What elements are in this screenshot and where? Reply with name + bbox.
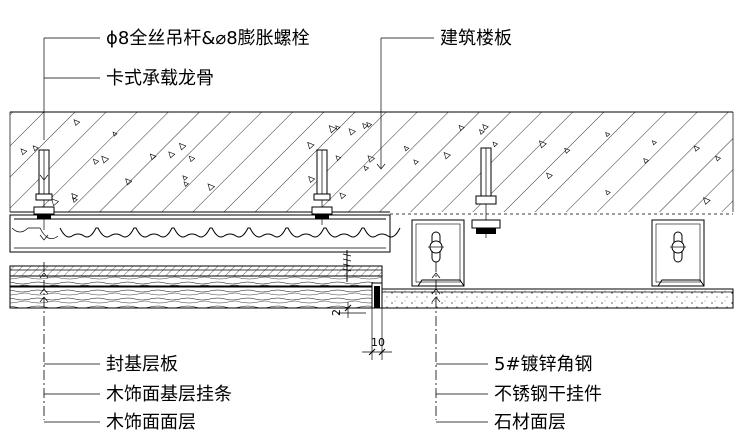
wood-ceiling-layers: [9, 265, 383, 309]
concrete-aggregate: [307, 141, 315, 150]
label-steel-hanger: 不锈钢干挂件: [494, 384, 602, 405]
concrete-aggregate: [492, 141, 499, 148]
concrete-aggregate: [693, 145, 701, 152]
dim-gap-label: 2: [330, 309, 343, 316]
concrete-aggregate: [479, 129, 485, 135]
concrete-aggregate: [348, 128, 356, 136]
concrete-aggregate: [335, 155, 342, 162]
concrete-aggregate: [125, 178, 133, 186]
labels: ϕ8全丝吊杆&⌀8膨胀螺栓 卡式承载龙骨 建筑楼板 封基层板 木饰面基层挂条 木…: [106, 28, 602, 433]
concrete-aggregate: [403, 145, 410, 152]
stone-ceiling-layers: [381, 219, 734, 309]
concrete-aggregate: [179, 142, 187, 151]
concrete-aggregate: [92, 158, 100, 165]
concrete-aggregate: [458, 124, 465, 132]
concrete-aggregate: [605, 131, 611, 138]
rod-1: [33, 149, 55, 230]
hanger-rods: [33, 147, 501, 282]
concrete-aggregate: [339, 192, 347, 200]
floor-slab: [9, 111, 734, 213]
concrete-aggregate: [413, 159, 419, 165]
rod-3: [471, 147, 501, 238]
concrete-aggregate: [51, 198, 60, 207]
concrete-aggregate: [168, 151, 176, 159]
label-hanger-rod: ϕ8全丝吊杆&⌀8膨胀螺栓: [106, 28, 310, 49]
dim-width-label: 10: [371, 336, 385, 349]
hanger-slot-right: [670, 231, 686, 263]
concrete-aggregate: [703, 197, 711, 205]
concrete-aggregate: [443, 152, 451, 160]
concrete-aggregate: [182, 175, 188, 181]
concrete-aggregate: [362, 123, 369, 130]
concrete-aggregate: [335, 125, 341, 131]
concrete-aggregate: [149, 153, 157, 161]
concrete-aggregate: [112, 131, 118, 137]
label-base-board: 封基层板: [106, 354, 178, 375]
concrete-aggregate: [715, 155, 722, 162]
leader-lines: [39, 37, 488, 423]
hanger-slot-left: [428, 231, 444, 263]
rod-2: [311, 149, 333, 225]
screw: [342, 250, 352, 282]
concrete-aggregate: [328, 125, 337, 134]
label-main-keel: 卡式承载龙骨: [106, 68, 214, 89]
label-angle-steel: 5#镀锌角钢: [494, 354, 593, 375]
concrete-aggregate: [73, 119, 81, 126]
concrete-aggregate: [308, 176, 316, 184]
concrete-aggregate: [20, 148, 28, 156]
label-wood-face: 木饰面面层: [106, 412, 196, 433]
concrete-aggregate: [188, 155, 196, 163]
concrete-aggregate: [71, 193, 79, 200]
concrete-aggregate: [564, 147, 571, 154]
label-floor-slab: 建筑楼板: [440, 28, 512, 49]
concrete-aggregate: [546, 172, 553, 180]
concrete-aggregate: [101, 155, 110, 164]
concrete-aggregate: [643, 157, 650, 164]
concrete-aggregate: [367, 155, 376, 163]
concrete-aggregate: [651, 140, 657, 146]
label-stone-face: 石材面层: [494, 412, 566, 433]
concrete-aggregate: [207, 183, 216, 192]
concrete-aggregate: [482, 124, 489, 131]
concrete-aggregate: [183, 181, 190, 187]
concrete-aggregate: [32, 145, 39, 152]
main-keel: [9, 214, 401, 253]
concrete-aggregate: [605, 190, 611, 196]
concrete-aggregate: [72, 197, 78, 203]
concrete-aggregate: [363, 165, 370, 172]
concrete-aggregate: [538, 140, 547, 149]
label-wood-strip: 木饰面基层挂条: [106, 384, 232, 405]
concrete-aggregate: [366, 121, 373, 128]
dimension-marks: 10 2: [330, 302, 392, 360]
